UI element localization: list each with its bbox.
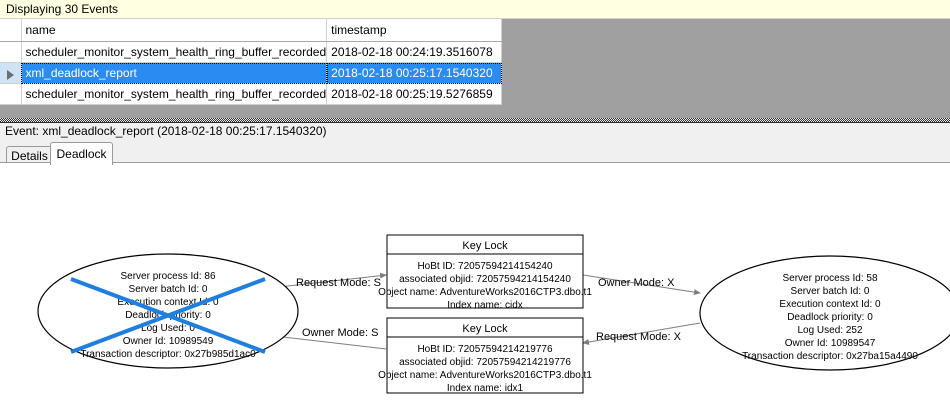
cell-timestamp[interactable]: 2018-02-18 00:25:17.1540320 bbox=[326, 62, 503, 84]
resource-bottom-line-1: associated objid: 72057594214219776 bbox=[399, 357, 571, 368]
edge-label-request-mode-s: Request Mode: S bbox=[296, 277, 381, 289]
cell-name[interactable]: scheduler_monitor_system_health_ring_buf… bbox=[21, 41, 328, 63]
process-left-line-0: Server process Id: 86 bbox=[120, 271, 215, 282]
process-right-line-4: Log Used: 252 bbox=[797, 325, 862, 336]
row-selector-cell[interactable] bbox=[0, 62, 22, 84]
deadlock-graph-canvas[interactable]: Request Mode: S Owner Mode: X Owner Mode… bbox=[0, 162, 950, 400]
cell-timestamp[interactable]: 2018-02-18 00:24:19.3516078 bbox=[326, 41, 503, 63]
events-grid[interactable]: name timestamp scheduler_monitor_system_… bbox=[0, 19, 503, 105]
resource-box[interactable] bbox=[386, 317, 584, 394]
node-resource-top[interactable]: Key Lock HoBt ID: 72057594214154240 asso… bbox=[378, 234, 592, 311]
table-row-selected[interactable]: xml_deadlock_report 2018-02-18 00:25:17.… bbox=[0, 62, 503, 84]
deadlock-victim-cross-icon bbox=[70, 277, 266, 354]
edge-top-lock-to-right-process[interactable]: Owner Mode: X bbox=[582, 274, 701, 296]
events-status-bar: Displaying 30 Events bbox=[0, 0, 950, 19]
resource-top-line-1: associated objid: 72057594214154240 bbox=[399, 274, 571, 285]
edge-label-owner-mode-x: Owner Mode: X bbox=[598, 277, 675, 289]
resource-top-line-0: HoBt ID: 72057594214154240 bbox=[417, 261, 553, 272]
process-ellipse[interactable] bbox=[699, 255, 950, 371]
events-grid-region[interactable]: name timestamp scheduler_monitor_system_… bbox=[0, 19, 950, 118]
cell-name[interactable]: xml_deadlock_report bbox=[21, 62, 328, 84]
cell-name[interactable]: scheduler_monitor_system_health_ring_buf… bbox=[21, 83, 328, 105]
node-resource-bottom[interactable]: Key Lock HoBt ID: 72057594214219776 asso… bbox=[378, 317, 592, 394]
edge-label-owner-mode-s: Owner Mode: S bbox=[302, 327, 378, 339]
table-row[interactable]: scheduler_monitor_system_health_ring_buf… bbox=[0, 41, 503, 63]
resource-bottom-line-2: Object name: AdventureWorks2016CTP3.dbo.… bbox=[378, 370, 592, 381]
events-grid-header-row: name timestamp bbox=[0, 19, 503, 42]
event-header-label: Event: xml_deadlock_report (2018-02-18 0… bbox=[0, 124, 950, 140]
column-header-name[interactable]: name bbox=[21, 19, 328, 42]
tab-deadlock[interactable]: Deadlock bbox=[50, 142, 113, 165]
resource-bottom-title: Key Lock bbox=[462, 323, 508, 335]
node-process-right[interactable]: Server process Id: 58 Server batch Id: 0… bbox=[699, 255, 950, 371]
edge-label-request-mode-x: Request Mode: X bbox=[596, 331, 682, 343]
resource-box[interactable] bbox=[386, 234, 584, 309]
current-row-arrow-icon bbox=[6, 70, 14, 81]
process-right-line-6: Transaction descriptor: 0x27ba15a4490 bbox=[742, 351, 918, 362]
events-status-label: Displaying 30 Events bbox=[6, 2, 119, 16]
process-right-line-3: Deadlock priority: 0 bbox=[787, 312, 873, 323]
cell-timestamp[interactable]: 2018-02-18 00:25:19.5276859 bbox=[326, 83, 503, 105]
resource-bottom-line-0: HoBt ID: 72057594214219776 bbox=[417, 344, 553, 355]
row-selector-cell[interactable] bbox=[0, 83, 22, 105]
resource-top-line-3: Index name: cidx bbox=[447, 300, 523, 311]
process-right-line-1: Server batch Id: 0 bbox=[791, 286, 870, 297]
tabstrip: Details Deadlock bbox=[0, 142, 950, 165]
process-left-line-1: Server batch Id: 0 bbox=[129, 284, 208, 295]
edge-right-process-to-bottom-lock[interactable]: Request Mode: X bbox=[582, 322, 701, 345]
process-left-line-4: Log Used: 0 bbox=[141, 323, 195, 334]
process-right-line-2: Execution context Id: 0 bbox=[779, 299, 881, 310]
process-right-line-0: Server process Id: 58 bbox=[782, 273, 877, 284]
column-header-timestamp[interactable]: timestamp bbox=[326, 19, 503, 42]
resource-top-line-2: Object name: AdventureWorks2016CTP3.dbo.… bbox=[378, 287, 592, 298]
resource-bottom-line-3: Index name: idx1 bbox=[447, 383, 524, 394]
process-left-line-2: Execution context Id: 0 bbox=[117, 297, 219, 308]
node-process-left[interactable]: Server process Id: 86 Server batch Id: 0… bbox=[37, 253, 299, 369]
row-selector-cell[interactable] bbox=[0, 41, 22, 63]
resource-top-title: Key Lock bbox=[462, 240, 508, 252]
horizontal-splitter[interactable] bbox=[0, 118, 950, 123]
row-selector-header bbox=[0, 19, 22, 42]
process-right-line-5: Owner Id: 10989547 bbox=[785, 338, 876, 349]
process-left-line-6: Transaction descriptor: 0x27b985d1ac0 bbox=[80, 349, 256, 360]
process-left-line-5: Owner Id: 10989549 bbox=[123, 336, 214, 347]
table-row[interactable]: scheduler_monitor_system_health_ring_buf… bbox=[0, 83, 503, 105]
